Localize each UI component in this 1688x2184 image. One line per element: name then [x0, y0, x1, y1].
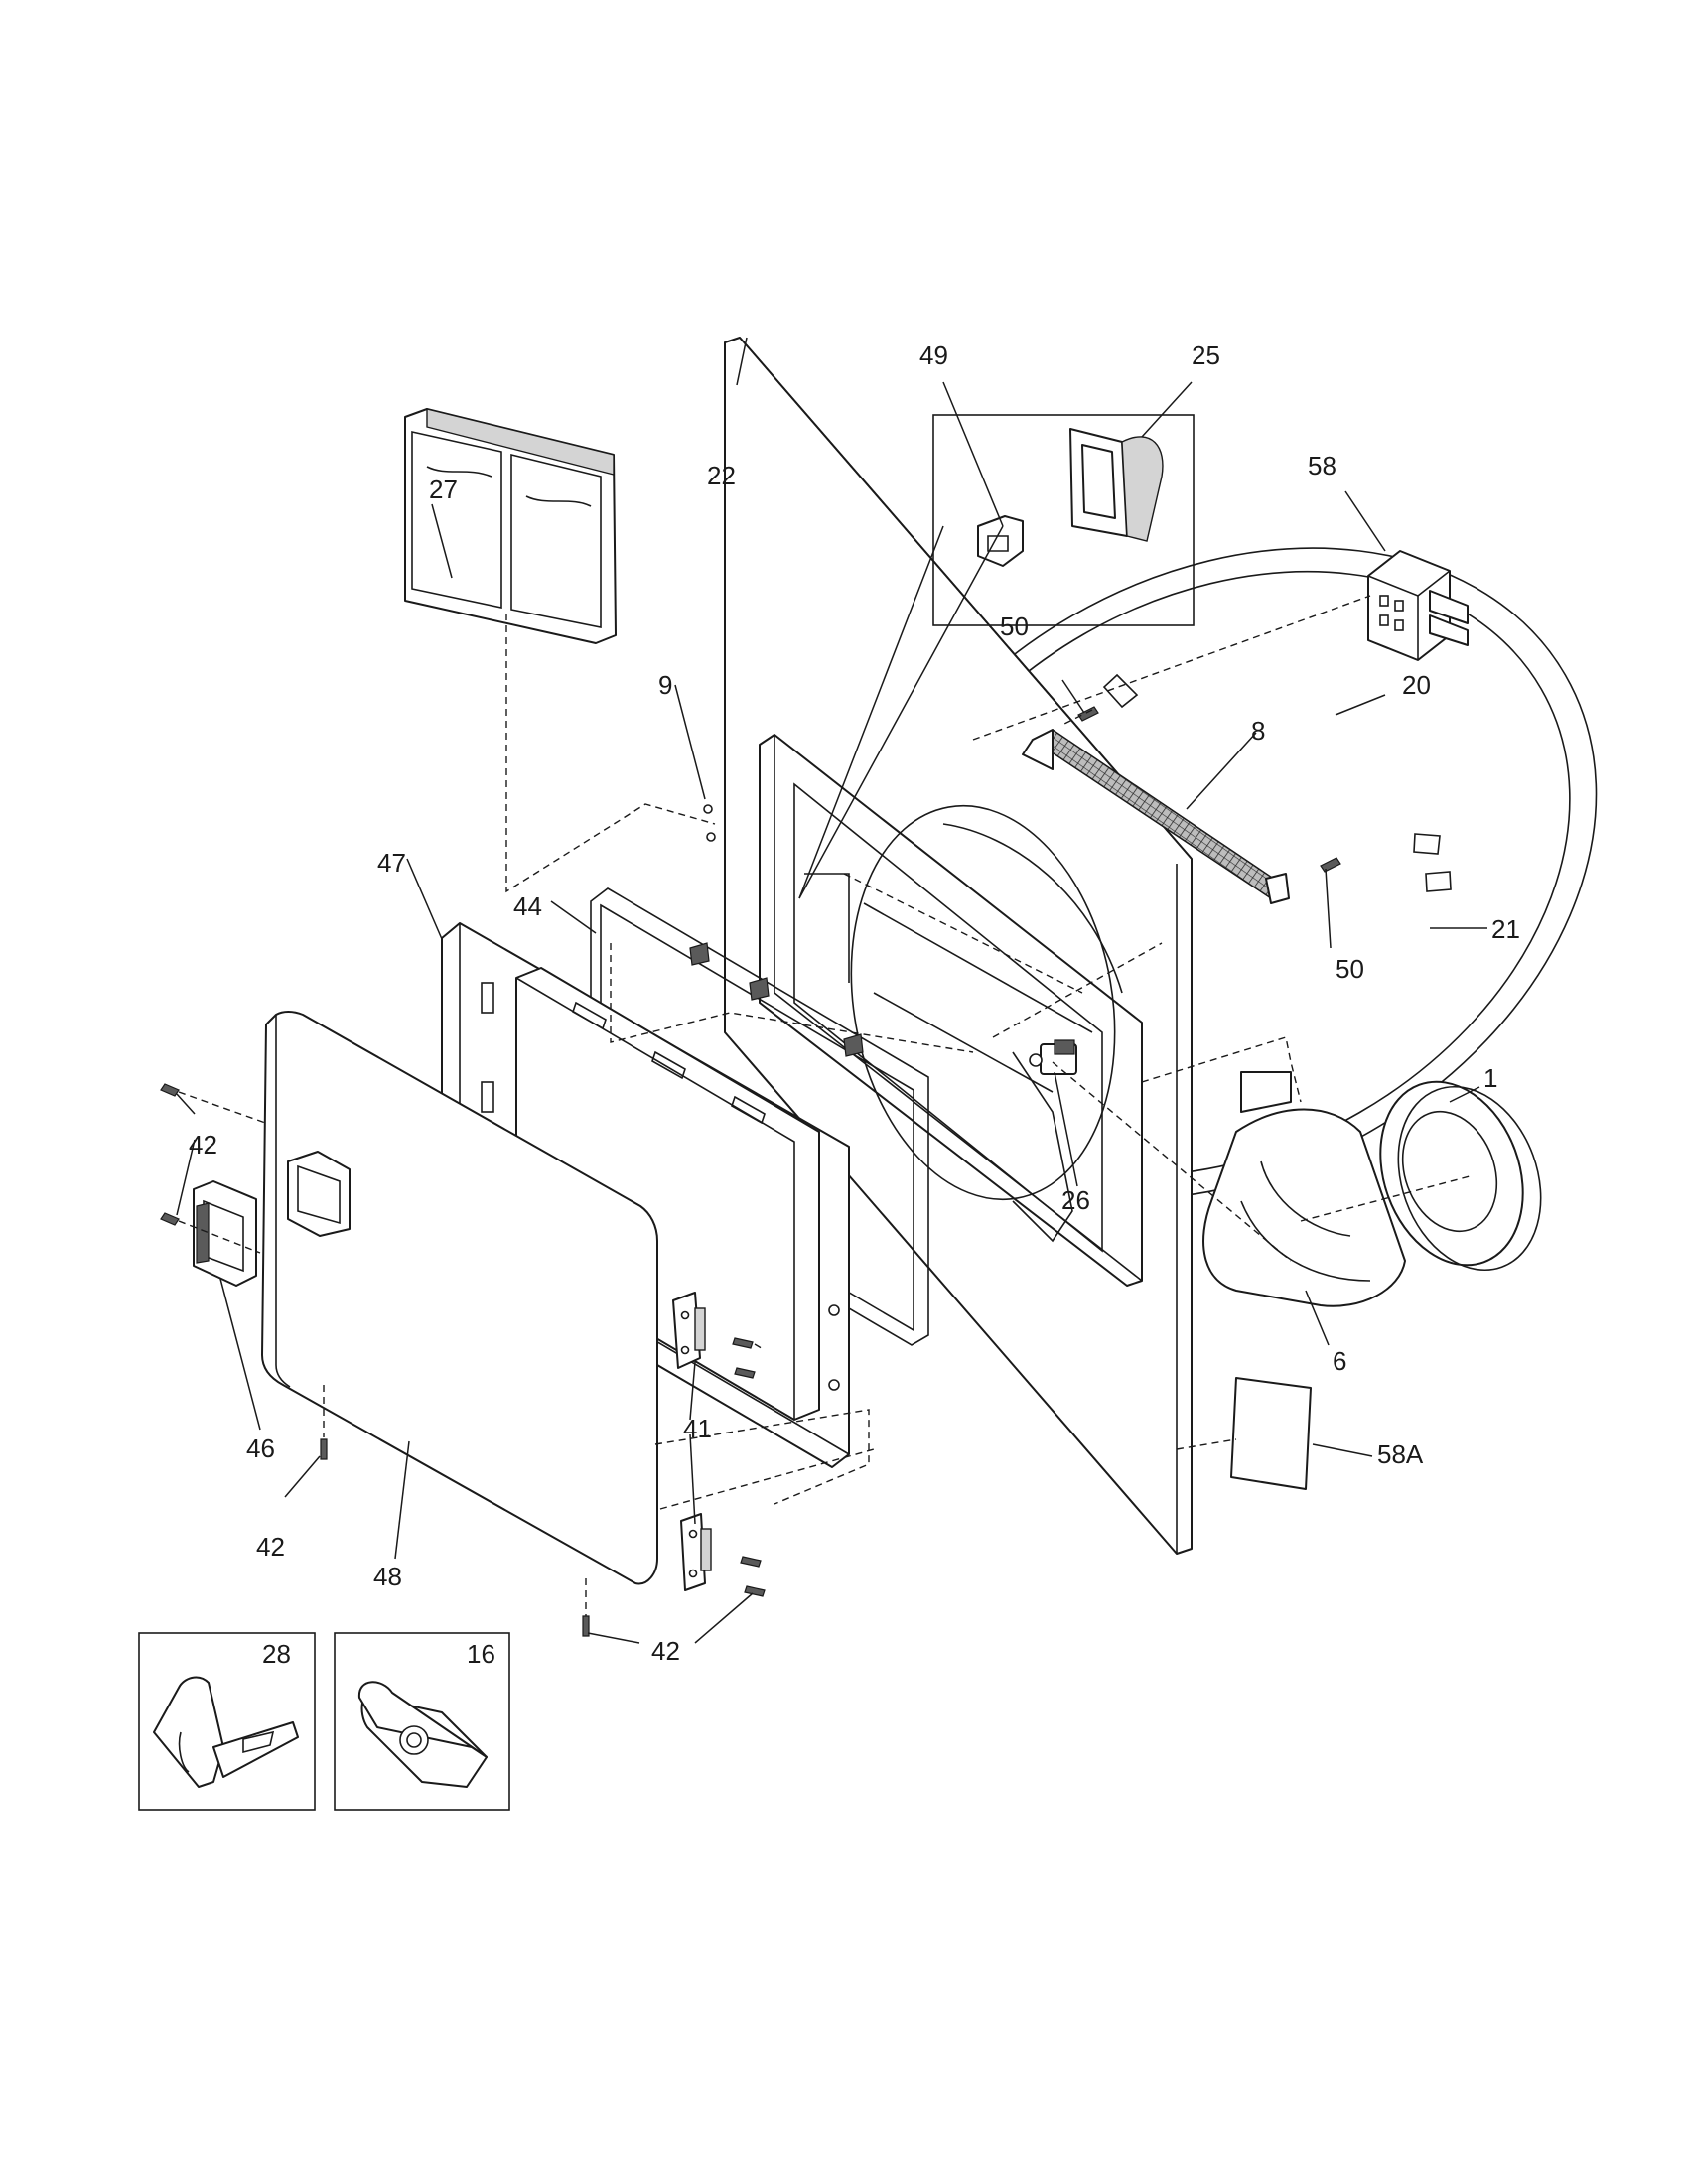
callout-1: 1 [1483, 1063, 1497, 1093]
inset-detail-16 [334, 1632, 510, 1811]
callout-20: 20 [1402, 670, 1431, 700]
callout-41: 41 [683, 1414, 712, 1443]
door-handle [193, 1180, 257, 1287]
callout-48: 48 [373, 1562, 402, 1591]
callout-6: 6 [1333, 1346, 1346, 1376]
callout-42-bottom: 42 [651, 1636, 680, 1666]
callout-42-left: 42 [189, 1130, 217, 1160]
inset-detail-28 [138, 1632, 316, 1811]
hinges [672, 1292, 712, 1591]
lint-screen [1022, 729, 1290, 904]
callouts: 49 25 22 58 27 50 20 9 8 47 44 21 50 1 4… [189, 341, 1520, 1669]
assembly-lines [178, 595, 1471, 1616]
leader-lines [176, 337, 1487, 1644]
callout-27: 27 [429, 475, 458, 504]
callout-49: 49 [919, 341, 948, 370]
callout-46: 46 [246, 1433, 275, 1463]
callout-44: 44 [513, 891, 542, 921]
callout-25: 25 [1192, 341, 1220, 370]
screws [160, 706, 1341, 1637]
callout-58: 58 [1308, 451, 1336, 480]
label-plate [1230, 1377, 1312, 1490]
front-panel [724, 337, 1193, 1555]
callout-8: 8 [1251, 716, 1265, 746]
callout-21: 21 [1491, 914, 1520, 944]
outer-door [261, 1011, 658, 1585]
inner-door-panel [441, 922, 850, 1468]
callout-9: 9 [658, 670, 672, 700]
callout-58a: 58A [1377, 1439, 1424, 1469]
callout-16: 16 [467, 1639, 495, 1669]
callout-22: 22 [707, 461, 736, 490]
inset-detail-49-25 [932, 414, 1195, 626]
callout-47: 47 [377, 848, 406, 878]
terminal-block [1367, 550, 1469, 661]
callout-42-bottom-left: 42 [256, 1532, 285, 1562]
door-switch [1029, 1039, 1077, 1075]
callout-50-bottom: 50 [1336, 954, 1364, 984]
callout-26: 26 [1061, 1185, 1090, 1215]
duct-assembly [1202, 1071, 1542, 1307]
callout-28: 28 [262, 1639, 291, 1669]
lint-filter-frame [404, 408, 617, 644]
callout-50-top: 50 [1000, 612, 1029, 641]
